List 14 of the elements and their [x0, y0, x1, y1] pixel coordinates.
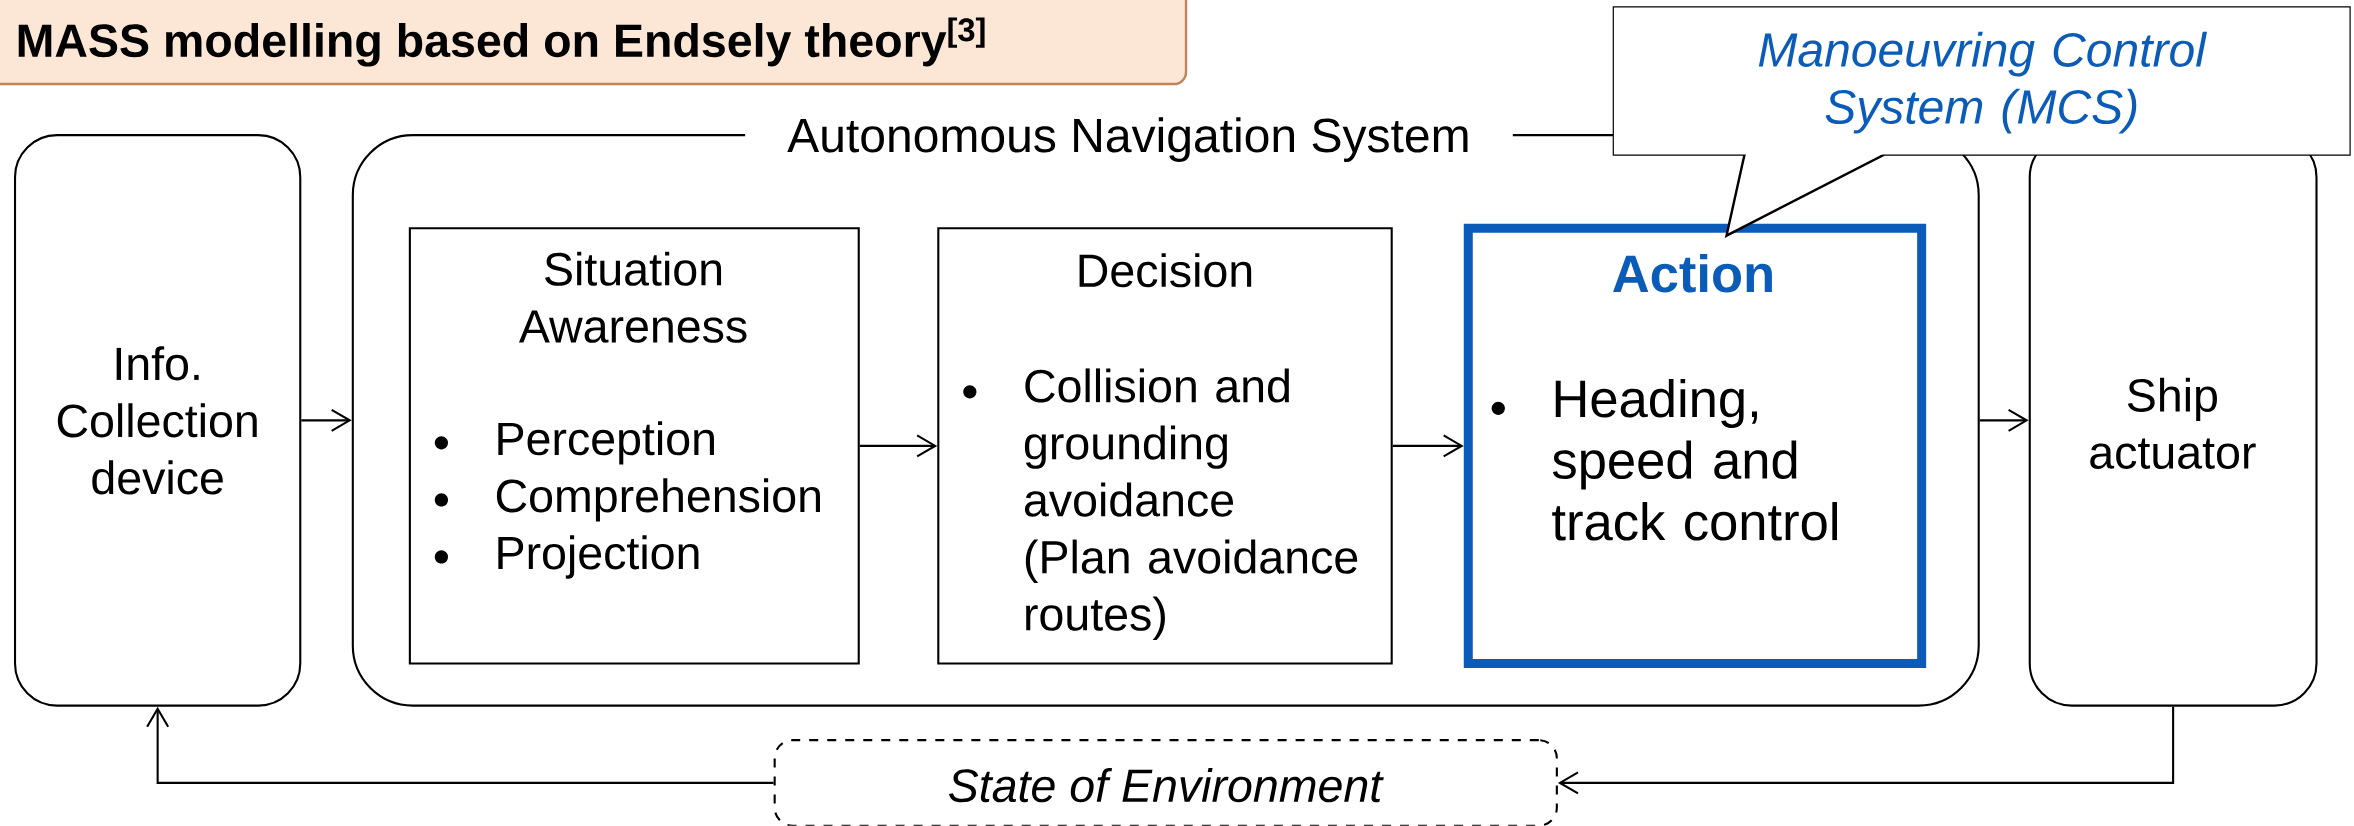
arrow — [1557, 706, 2175, 795]
state-box: State of Environment — [773, 739, 1558, 826]
arrow — [859, 434, 938, 458]
arrow — [1979, 409, 2029, 432]
device-box: Info. Collection device — [13, 134, 302, 707]
arrow — [301, 409, 352, 432]
callout-box: Manoeuvring Control System (MCS) — [1612, 6, 2351, 239]
arrow — [1392, 434, 1464, 458]
process-box: Action Heading, speed and track control — [1463, 223, 1927, 669]
process-box: Decision Collision and grounding avoidance (Plan avoidance routes) — [937, 227, 1393, 665]
title-box: MASS modelling based on Endsely theory$^{[3]}$ — [0, 0, 1188, 86]
arrow — [146, 706, 774, 785]
actuator-box: Ship actuator — [2028, 134, 2318, 707]
process-box: Situation Awareness Perception Comprehension Projection — [408, 227, 860, 665]
